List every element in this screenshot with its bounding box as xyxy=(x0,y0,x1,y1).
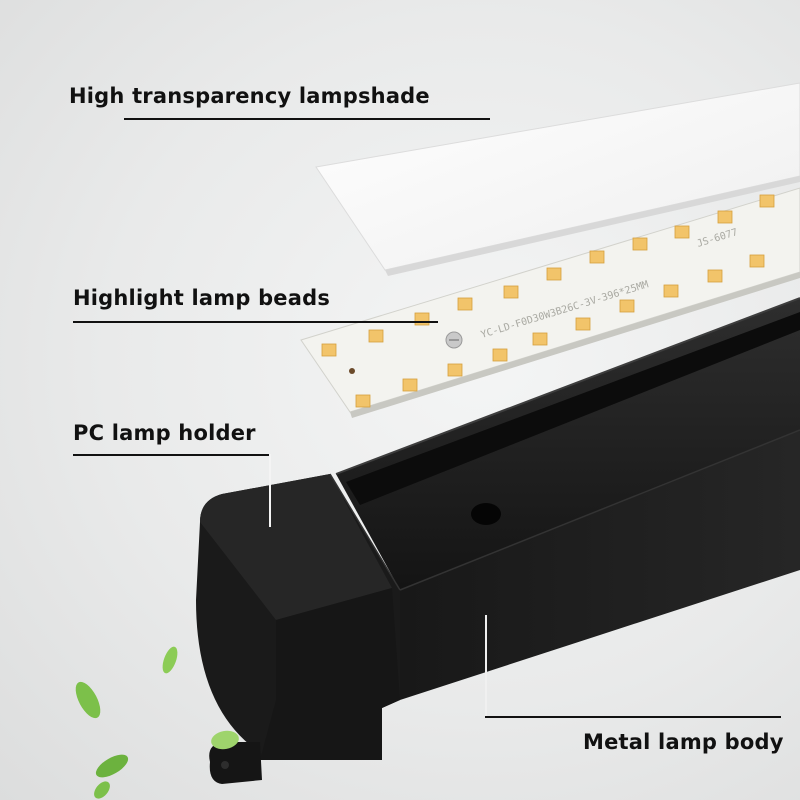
lampshade-panel xyxy=(315,82,800,276)
callout-line-lampshade xyxy=(124,118,490,120)
decorative-leaves xyxy=(75,646,239,799)
label-lamp-beads: Highlight lamp beads xyxy=(73,286,331,310)
callout-line-holder-v xyxy=(269,454,271,527)
label-metal-lamp-body: Metal lamp body xyxy=(583,730,784,754)
label-pc-lamp-holder: PC lamp holder xyxy=(73,421,256,445)
mounting-hole xyxy=(471,503,501,525)
metal-lamp-body xyxy=(335,297,800,700)
callout-line-body-v xyxy=(485,615,487,718)
pc-lamp-holder xyxy=(196,473,401,784)
callout-line-beads xyxy=(73,321,438,323)
led-bead-row-lower xyxy=(355,254,765,408)
callout-line-body-h xyxy=(485,716,781,718)
callout-line-holder-h xyxy=(73,454,271,456)
label-lampshade: High transparency lampshade xyxy=(69,84,430,108)
